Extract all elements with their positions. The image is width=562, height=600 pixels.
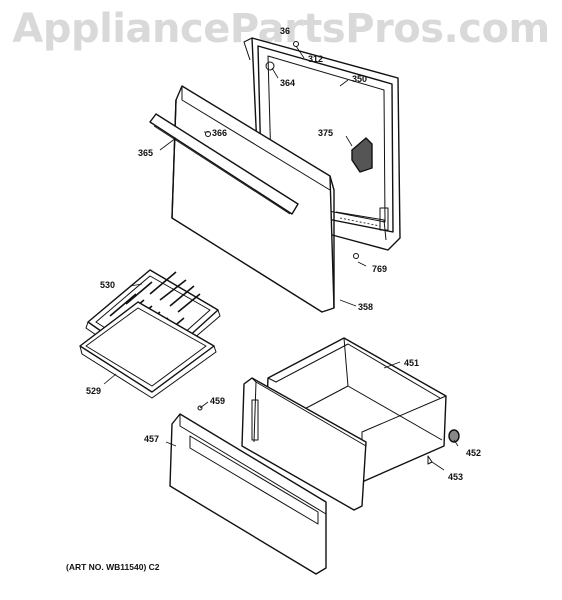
art-number: (ART NO. WB11540) C2: [66, 562, 160, 572]
callout-350: 350: [352, 74, 367, 84]
callout-769: 769: [372, 264, 387, 274]
door-handle-365: [149, 113, 299, 215]
callout-375: 375: [318, 128, 333, 138]
callout-453: 453: [448, 472, 463, 482]
callout-labels: 36 312 364 350 366 365 375 769 358 530 5…: [86, 26, 481, 482]
callout-457: 457: [144, 434, 159, 444]
drawer-front-panel: [241, 377, 367, 511]
door-stop-375: [351, 137, 373, 173]
callout-364: 364: [280, 78, 295, 88]
broiler-pan-529: [79, 301, 217, 399]
leader-lines: [103, 45, 459, 471]
door-outer-panel-358: [171, 85, 335, 313]
callout-452: 452: [466, 448, 481, 458]
callout-451: 451: [404, 358, 419, 368]
callout-365: 365: [138, 148, 153, 158]
callout-36: 36: [280, 26, 290, 36]
callout-312: 312: [308, 54, 323, 64]
callout-459: 459: [210, 396, 225, 406]
callout-530: 530: [100, 280, 115, 290]
drawer-glide-452: [448, 429, 460, 443]
drawer-outer-panel-457: [169, 413, 327, 575]
callout-366: 366: [212, 128, 227, 138]
callout-358: 358: [358, 302, 373, 312]
callout-529: 529: [86, 386, 101, 396]
